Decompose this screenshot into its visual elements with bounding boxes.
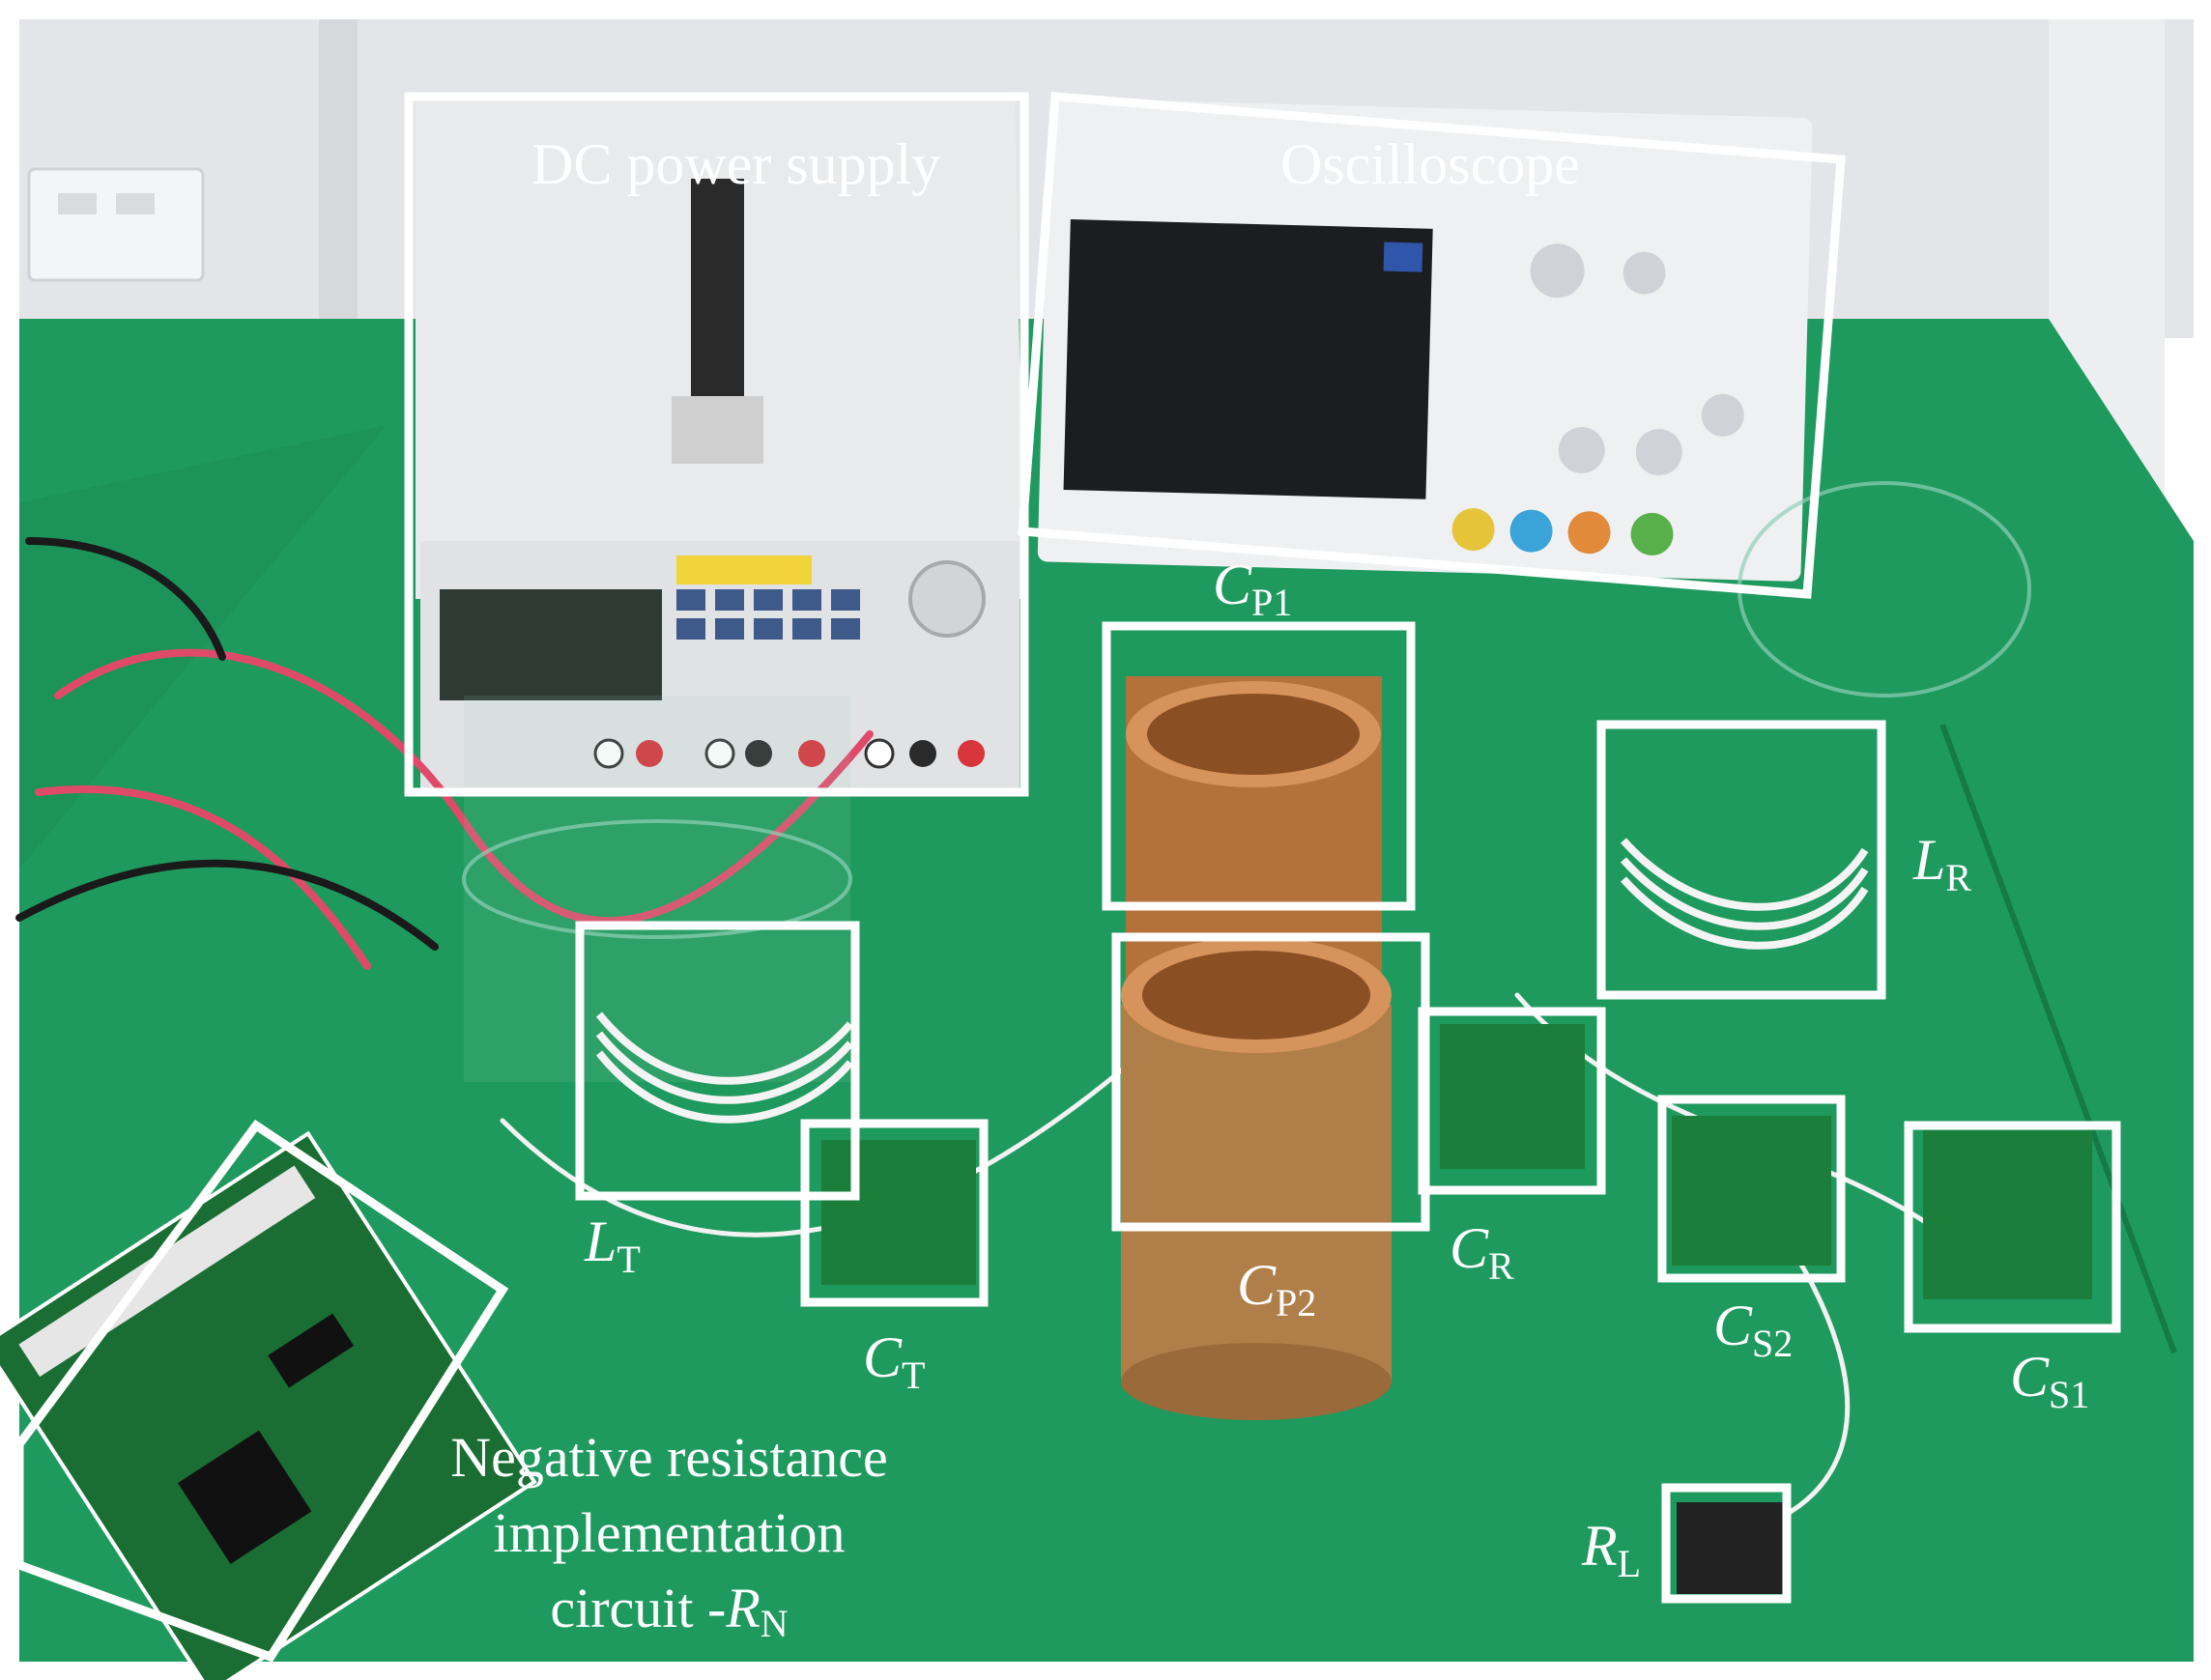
- frame-lr: [1596, 720, 1886, 1000]
- rl-component: [1677, 1502, 1783, 1594]
- frame-cs1: [1904, 1121, 2121, 1333]
- transmitter-coil-windings: [595, 1011, 854, 1124]
- frame-rl: [1661, 1483, 1792, 1604]
- oscilloscope-device: [1037, 98, 1813, 582]
- copper-cylinder-cp2: [1121, 937, 1392, 1420]
- ct-board: [821, 1140, 976, 1285]
- cs2-board: [1672, 1116, 1831, 1266]
- cs1-board: [1923, 1130, 2092, 1299]
- negative-resistance-line2: implementation: [493, 1501, 846, 1564]
- receiver-coil-windings: [1621, 838, 1869, 950]
- oscilloscope-screen: [1063, 219, 1433, 499]
- label-oscilloscope: Oscilloscope: [1280, 132, 1580, 196]
- shelf-left-panel: [319, 19, 358, 338]
- label-lt: LT: [585, 1210, 641, 1281]
- frame-oscilloscope: [1018, 92, 1846, 599]
- label-cs1: CS1: [2010, 1345, 2090, 1416]
- frame-cp1: [1102, 621, 1416, 911]
- frame-negative-resistance: [14, 1119, 509, 1663]
- negative-resistance-line1: Negative resistance: [450, 1426, 888, 1489]
- negative-resistance-board: [0, 1130, 537, 1680]
- label-cs2: CS2: [1713, 1294, 1794, 1365]
- black-wire: [15, 859, 439, 951]
- red-wire: [54, 648, 874, 925]
- frame-lt: [575, 921, 860, 1201]
- negative-resistance-line3: circuit -RN: [550, 1577, 789, 1645]
- label-negative-resistance: Negative resistance implementation circu…: [391, 1420, 947, 1662]
- dc-power-supply-device: [416, 92, 1024, 792]
- frame-ct: [800, 1119, 989, 1307]
- wall-socket: [27, 167, 205, 282]
- label-lr: LR: [1913, 828, 1972, 899]
- label-ct: CT: [863, 1325, 926, 1397]
- label-cp1: CP1: [1213, 553, 1293, 624]
- label-cr: CR: [1450, 1216, 1514, 1288]
- frame-cr: [1418, 1007, 1606, 1195]
- psu-screen: [440, 589, 662, 700]
- label-rl: RL: [1582, 1514, 1642, 1585]
- label-cp2: CP2: [1237, 1253, 1317, 1324]
- frame-cs2: [1657, 1095, 1846, 1283]
- frame-dc-power-supply: [404, 92, 1029, 797]
- bench-edge-line: [1939, 723, 2177, 1354]
- transmitter-coil-glass: [462, 819, 852, 939]
- cr-board: [1440, 1024, 1585, 1169]
- label-dc-power-supply: DC power supply: [531, 132, 941, 196]
